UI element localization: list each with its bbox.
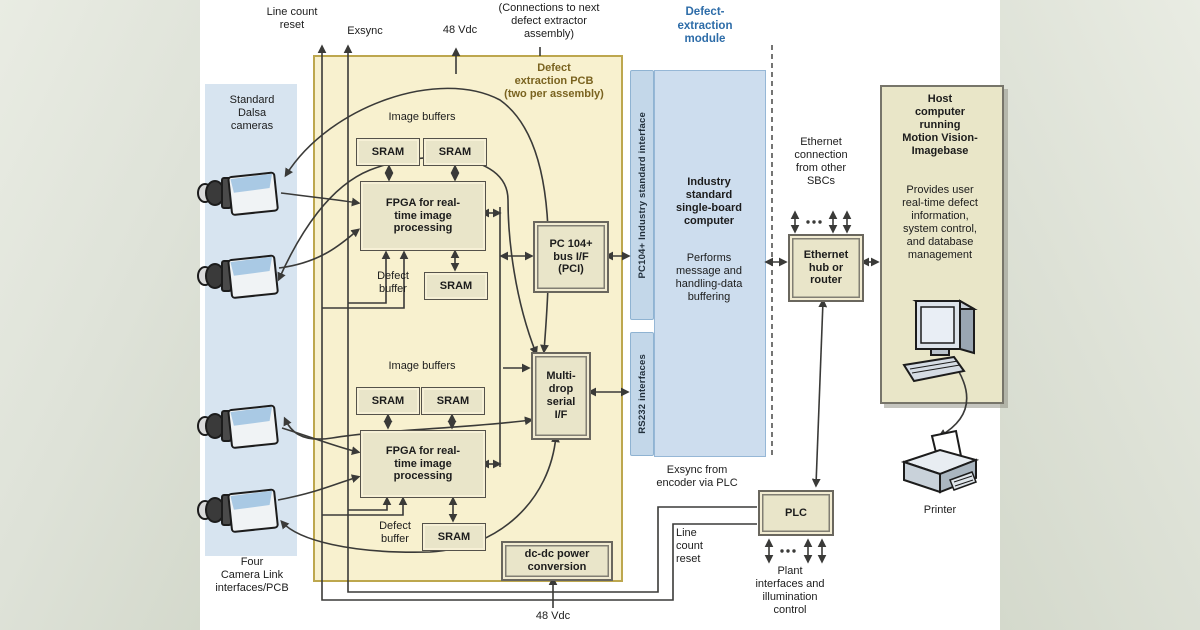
defect-buffer-sram-box: SRAM — [422, 523, 486, 551]
line-count-reset-wire — [317, 44, 757, 601]
vdc48-bottom-label: 48 Vdc — [535, 610, 571, 622]
host-title-label: Host computer running Motion Vision- Ima… — [902, 93, 978, 157]
defect-buffer-label-2: Defect buffer — [379, 520, 411, 545]
line-count-reset-bottom-label: Line count reset — [676, 527, 703, 565]
exsync-fpga2-branch — [348, 496, 392, 511]
plc-box: PLC — [758, 490, 834, 536]
background-right — [1000, 0, 1200, 630]
cam4-fpga2-line — [277, 474, 361, 501]
connections-note-label: (Connections to next defect extractor as… — [498, 2, 600, 40]
fpga-box-1: FPGA for real- time image processing — [360, 181, 486, 251]
defect-buffer-label-1: Defect buffer — [377, 270, 409, 295]
image-buffers-label-1: Image buffers — [388, 111, 456, 123]
rs232-interface-strip: RS232 interfaces — [630, 332, 654, 456]
sram-box: SRAM — [421, 387, 485, 415]
pc104-bus-box: PC 104+ bus I/F (PCI) — [533, 221, 609, 293]
cam2-fpga1-line — [278, 228, 361, 269]
ellipsis-dot — [818, 220, 822, 224]
sbc-panel — [654, 70, 766, 457]
background-left — [0, 0, 200, 630]
multidrop-serial-box: Multi- drop serial I/F — [531, 352, 591, 440]
ellipsis-dot — [812, 220, 816, 224]
pc104-interface-strip: PC104+ Industry standard interface — [630, 70, 654, 320]
ethernet-hub-box: Ethernet hub or router — [788, 234, 864, 302]
ethernet-connection-label: Ethernet connection from other SBCs — [794, 136, 848, 187]
cam1-fpga1-line — [280, 192, 361, 207]
image-buffers-label-2: Image buffers — [388, 360, 456, 372]
hub-plc-arrow — [811, 298, 828, 488]
camera-icon — [197, 404, 279, 449]
ellipsis-dot — [780, 549, 784, 553]
plant-interfaces-label: Plant interfaces and illumination contro… — [755, 565, 825, 616]
ellipsis-dot — [786, 549, 790, 553]
line-count-reset-top-label: Line count reset — [266, 6, 318, 31]
sbc-body-label: Performs message and handling-data buffe… — [675, 252, 743, 303]
exsync-top-label: Exsync — [347, 25, 383, 37]
sram-box: SRAM — [423, 138, 487, 166]
printer-icon — [900, 429, 980, 494]
host-printer-arrow — [937, 369, 968, 438]
sram-box: SRAM — [356, 138, 420, 166]
exsync-wire — [343, 44, 757, 593]
ellipsis-dot — [792, 549, 796, 553]
vdc48-top-label: 48 Vdc — [442, 24, 478, 36]
dalsa-cameras-label: Standard Dalsa cameras — [229, 94, 275, 132]
linecount-fpga2-branch — [322, 496, 408, 516]
sbc-title-label: Industry standard single-board computer — [675, 176, 742, 227]
host-body-label: Provides user real-time defect informati… — [902, 184, 978, 261]
exsync-from-encoder-label: Exsync from encoder via PLC — [656, 464, 738, 489]
sram-box: SRAM — [356, 387, 420, 415]
pcb-title-label: Defect extraction PCB (two per assembly) — [504, 62, 604, 100]
multidrop-cam4-arc — [280, 433, 560, 553]
ellipsis-dot — [806, 220, 810, 224]
camera-icon — [197, 171, 279, 216]
module-title-label: Defect- extraction module — [677, 6, 733, 46]
dcdc-power-box: dc-dc power conversion — [501, 541, 613, 581]
desktop-computer-icon — [902, 299, 978, 383]
defect-buffer-sram-box: SRAM — [424, 272, 488, 300]
camera-icon — [197, 254, 279, 299]
camera-icon — [197, 488, 279, 533]
fpga-box-2: FPGA for real- time image processing — [360, 430, 486, 498]
camera-link-label: Four Camera Link interfaces/PCB — [215, 556, 289, 594]
printer-label: Printer — [923, 504, 957, 516]
